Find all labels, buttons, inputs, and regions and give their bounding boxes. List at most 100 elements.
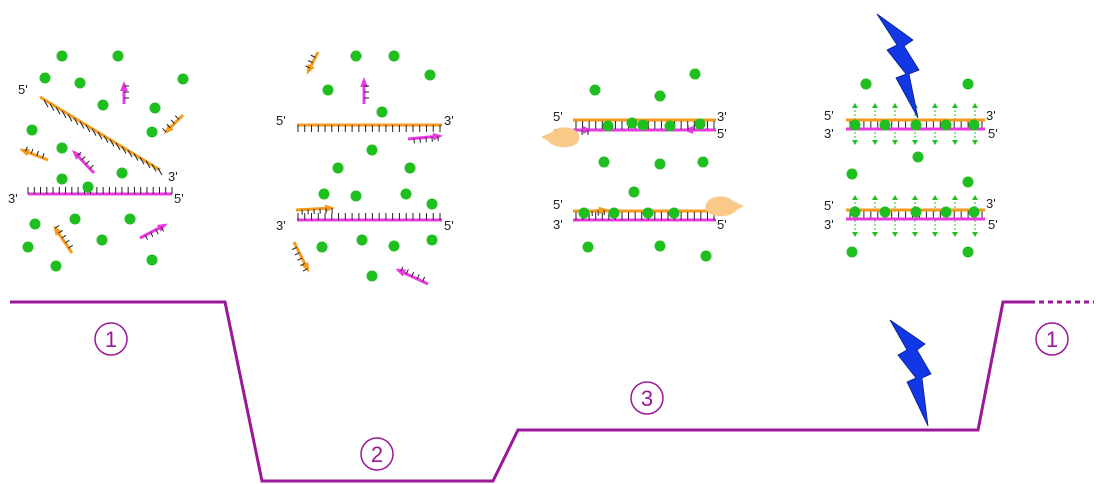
nucleotide-dot: [694, 118, 706, 130]
step-marker-3: 3: [630, 381, 664, 415]
base-tick: [133, 153, 139, 161]
step-marker-1-next: 1: [1035, 322, 1069, 356]
nucleotide-dot: [426, 234, 438, 246]
nucleotide-dot: [849, 119, 861, 131]
nucleotide-dot: [177, 73, 189, 85]
nucleotide-dot: [116, 167, 128, 179]
heat-separation-arrows: [852, 103, 978, 237]
primer-magenta: [576, 126, 593, 135]
nucleotide-dot: [668, 207, 680, 219]
nucleotide-dot: [689, 68, 701, 80]
base-tick: [121, 146, 127, 154]
step-number: 3: [641, 386, 653, 411]
primer-magenta: [71, 149, 96, 175]
base-tick: [103, 135, 109, 144]
nucleotide-dot: [26, 124, 38, 136]
end-label-3prime: 3': [824, 217, 834, 232]
nucleotide-dot: [366, 144, 378, 156]
nucleotide-dot: [642, 207, 654, 219]
primer-orange: [162, 113, 185, 135]
nucleotide-dot: [860, 78, 872, 90]
nucleotide-dot: [56, 50, 68, 62]
nucleotide-dot: [56, 173, 68, 185]
end-label-3prime: 3': [986, 196, 996, 211]
nucleotide-dot: [849, 206, 861, 218]
nucleotide-dot: [39, 72, 51, 84]
primer-orange: [19, 146, 49, 162]
end-label-3prime: 3': [824, 126, 834, 141]
primers: [19, 51, 700, 286]
nucleotide-dot: [426, 198, 438, 210]
end-label-5prime: 5': [824, 108, 834, 123]
base-tick: [67, 114, 73, 122]
end-label-3prime: 3': [717, 109, 727, 124]
orange-strand-ticks: [43, 99, 163, 176]
nucleotide-dot: [700, 250, 712, 262]
nucleotide-dot: [69, 213, 81, 225]
primer-orange: [291, 241, 310, 273]
end-label-3prime: 3': [168, 169, 178, 184]
primer-magenta: [683, 125, 700, 134]
base-tick: [91, 128, 97, 136]
base-tick: [127, 149, 133, 158]
orange-template-ticks: [297, 125, 441, 132]
nucleotide-dot: [350, 190, 362, 202]
base-tick: [55, 106, 61, 115]
end-label-5prime: 5': [553, 197, 563, 212]
nucleotide-dot: [388, 50, 400, 62]
nucleotide-dot: [56, 142, 68, 154]
end-label-5prime: 5': [18, 82, 28, 97]
nucleotide-dot: [940, 119, 952, 131]
primer-orange: [295, 204, 335, 215]
nucleotide-dot: [626, 117, 638, 129]
end-label-3prime: 3': [8, 191, 18, 206]
base-tick: [145, 160, 151, 169]
nucleotide-dot: [97, 99, 109, 111]
end-label-5prime: 5': [988, 217, 998, 232]
base-tick: [61, 110, 67, 118]
nucleotide-dot: [910, 206, 922, 218]
magenta-template-ticks: [297, 213, 441, 220]
end-label-5prime: 5': [444, 218, 454, 233]
nucleotide-dot: [910, 119, 922, 131]
temperature-profile-line: [10, 300, 1030, 483]
nucleotide-dot: [697, 156, 709, 168]
nucleotide-dot: [589, 84, 601, 96]
nucleotide-dot: [82, 181, 94, 193]
nucleotide-dot: [940, 206, 952, 218]
polymerase-shape: [541, 127, 580, 148]
end-label-3prime: 3': [276, 218, 286, 233]
end-label-5prime: 5': [553, 109, 563, 124]
panel-denaturation: 5' 3' 3' 5': [8, 82, 184, 206]
primer-magenta: [407, 132, 443, 144]
nucleotide-dot: [968, 119, 980, 131]
primer-magenta: [395, 266, 429, 286]
nucleotide-dot: [96, 234, 108, 246]
nucleotide-dot: [29, 218, 41, 230]
nucleotide-dot: [376, 106, 388, 118]
nucleotide-dot: [962, 246, 974, 258]
nucleotide-dot: [628, 186, 640, 198]
base-tick: [73, 117, 79, 126]
end-label-5prime: 5': [824, 198, 834, 213]
base-tick: [85, 124, 91, 133]
step-number: 1: [1046, 327, 1058, 352]
nucleotide-dot: [388, 240, 400, 252]
temperature-profile: [10, 300, 1094, 483]
nucleotide-dot: [962, 78, 974, 90]
lightning-bolt-icon: [889, 319, 932, 427]
nucleotide-dot: [637, 119, 649, 131]
nucleotide-dot: [146, 126, 158, 138]
nucleotide-dot: [602, 120, 614, 132]
nucleotide-dot: [124, 213, 136, 225]
step-marker-1: 1: [94, 322, 128, 356]
base-tick: [97, 131, 103, 140]
nucleotide-dot: [316, 241, 328, 253]
nucleotide-dot: [578, 207, 590, 219]
primer-orange: [53, 224, 74, 254]
nucleotide-dot: [879, 119, 891, 131]
end-label-3prime: 3': [553, 217, 563, 232]
end-label-5prime: 5': [276, 113, 286, 128]
base-tick: [49, 103, 55, 111]
